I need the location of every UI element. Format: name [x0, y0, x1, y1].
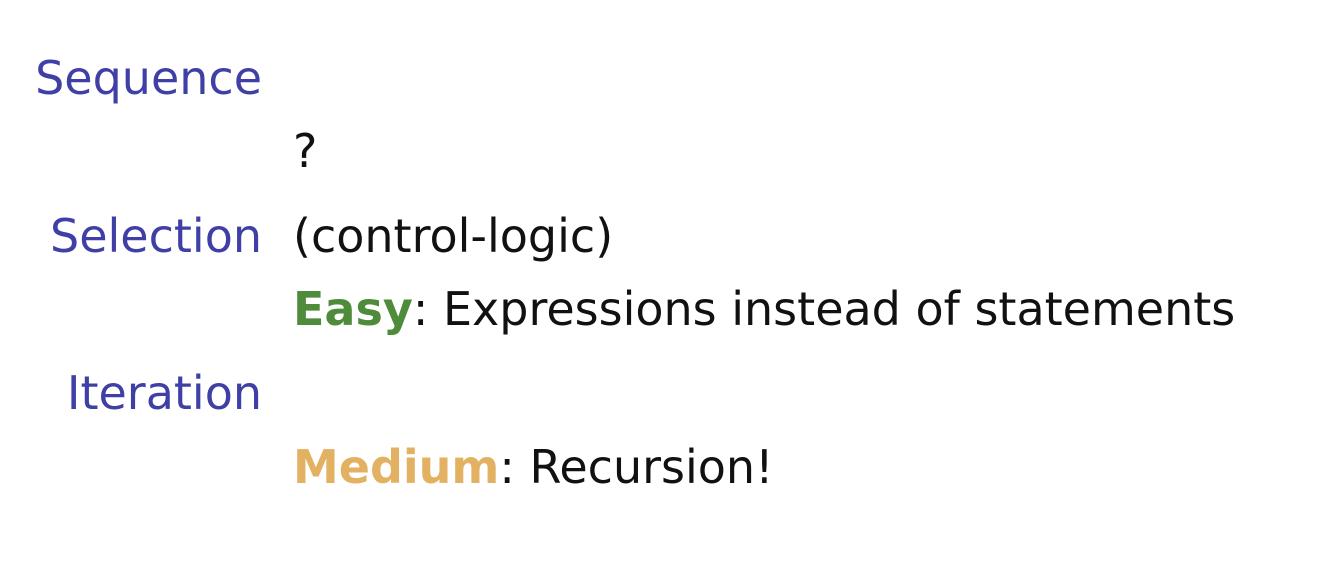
- easy-keyword: Easy: [293, 282, 413, 336]
- easy-text: Expressions instead of statements: [428, 282, 1236, 336]
- easy-separator: :: [412, 282, 429, 336]
- medium-keyword: Medium: [293, 440, 500, 494]
- selection-control-logic: (control-logic): [293, 209, 614, 263]
- easy-line: Easy: Expressions instead of statements: [293, 286, 1235, 332]
- label-sequence: Sequence: [35, 51, 262, 105]
- sequence-question-mark: ?: [293, 124, 318, 178]
- label-iteration: Iteration: [66, 366, 262, 420]
- medium-text: Recursion!: [514, 440, 774, 494]
- medium-line: Medium: Recursion!: [293, 444, 774, 490]
- medium-separator: :: [499, 440, 515, 494]
- label-selection: Selection: [50, 209, 262, 263]
